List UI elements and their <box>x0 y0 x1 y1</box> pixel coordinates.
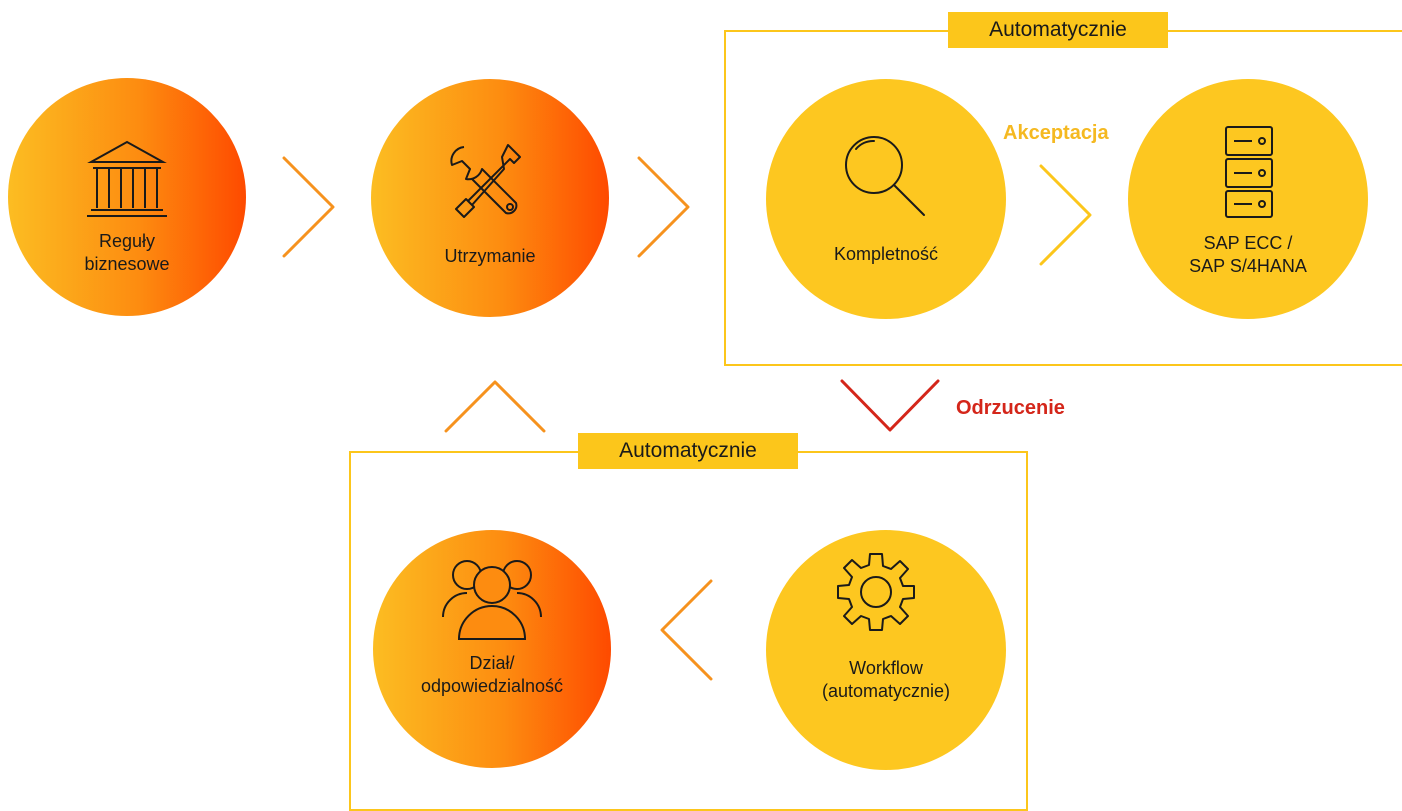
node-completeness: Kompletność <box>766 79 1006 319</box>
node-label-line: Reguły <box>98 231 156 251</box>
node-label-line: Utrzymanie <box>444 246 536 266</box>
node-label: Dział/ odpowiedzialność <box>373 652 611 698</box>
node-label: Kompletność <box>766 243 1006 266</box>
automatic-group-title-bottom: Automatycznie <box>578 433 798 469</box>
magnifier-icon <box>845 136 925 216</box>
node-sap: SAP ECC / SAP S/4HANA <box>1128 79 1368 319</box>
node-label-line: Kompletność <box>833 244 939 264</box>
chevron-down-icon <box>840 379 940 432</box>
chevron-right-icon <box>637 156 690 258</box>
node-maintenance: Utrzymanie <box>371 79 609 317</box>
node-label: Reguły biznesowe <box>8 230 246 276</box>
node-label: Utrzymanie <box>371 245 609 268</box>
wrench-screwdriver-icon <box>450 144 521 218</box>
chevron-up-icon <box>444 380 546 433</box>
chevron-right-icon <box>1039 164 1092 266</box>
node-label-line: (automatycznie) <box>821 681 951 701</box>
node-label: SAP ECC / SAP S/4HANA <box>1128 232 1368 278</box>
node-label-line: odpowiedzialność <box>420 676 564 696</box>
node-label-line: SAP ECC / <box>1203 233 1293 253</box>
node-label-line: biznesowe <box>84 254 170 274</box>
users-group-icon <box>442 560 542 640</box>
node-workflow: Workflow (automatycznie) <box>766 530 1006 770</box>
chevron-left-icon <box>660 579 713 681</box>
node-label: Workflow (automatycznie) <box>766 657 1006 703</box>
gear-icon <box>837 553 915 631</box>
chevron-right-icon <box>282 156 335 258</box>
server-icon <box>1225 126 1273 218</box>
node-label-line: SAP S/4HANA <box>1189 256 1307 276</box>
node-label-line: Dział/ <box>469 653 515 673</box>
node-department: Dział/ odpowiedzialność <box>373 530 611 768</box>
automatic-group-title-top: Automatycznie <box>948 12 1168 48</box>
node-business-rules: Reguły biznesowe <box>8 78 246 316</box>
bank-building-icon <box>87 140 167 217</box>
node-label-line: Workflow <box>849 658 923 678</box>
reject-label: Odrzucenie <box>956 397 1065 419</box>
accept-label: Akceptacja <box>1003 122 1109 144</box>
flow-arrows <box>282 156 1092 681</box>
